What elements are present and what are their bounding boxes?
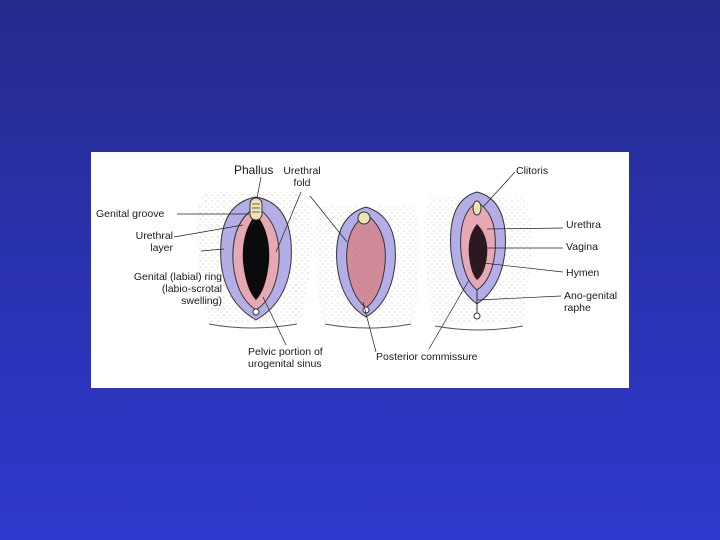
- label-urethral-layer-line2: layer: [91, 242, 173, 254]
- label-genital-groove: Genital groove: [96, 208, 164, 220]
- label-urethral-layer: Urethral layer: [91, 230, 173, 254]
- label-ano-genital-raphe-line2: raphe: [564, 302, 617, 314]
- label-urethral-layer-line1: Urethral: [91, 230, 173, 242]
- label-hymen: Hymen: [566, 267, 599, 279]
- label-ano-genital-raphe-line1: Ano-genital: [564, 290, 617, 302]
- label-vagina: Vagina: [566, 241, 598, 253]
- label-clitoris: Clitoris: [516, 165, 548, 177]
- genital-development-illustration: [91, 152, 629, 388]
- label-posterior-commissure: Posterior commissure: [376, 351, 478, 363]
- label-genital-ring-line1: Genital (labial) ring: [91, 271, 222, 283]
- label-pelvic-portion: Pelvic portion of urogenital sinus: [248, 346, 323, 370]
- stage-1-figure: [174, 177, 312, 345]
- label-pelvic-portion-line1: Pelvic portion of: [248, 346, 323, 358]
- label-pelvic-portion-line2: urogenital sinus: [248, 358, 323, 370]
- diagram-panel: Phallus Urethral fold Genital groove Ure…: [91, 152, 629, 388]
- label-urethra: Urethra: [566, 219, 601, 231]
- label-phallus: Phallus: [234, 164, 273, 176]
- label-genital-ring-line3: swelling): [91, 295, 222, 307]
- label-genital-ring-line2: (labio-scrotal: [91, 283, 222, 295]
- stage-3-figure: [424, 172, 563, 349]
- label-urethral-fold: Urethral fold: [277, 165, 327, 189]
- label-ano-genital-raphe: Ano-genital raphe: [564, 290, 617, 314]
- label-genital-ring: Genital (labial) ring (labio-scrotal swe…: [91, 271, 222, 307]
- label-urethral-fold-line1: Urethral: [277, 165, 327, 177]
- label-urethral-fold-line2: fold: [277, 177, 327, 189]
- stage-2-figure: [310, 196, 420, 352]
